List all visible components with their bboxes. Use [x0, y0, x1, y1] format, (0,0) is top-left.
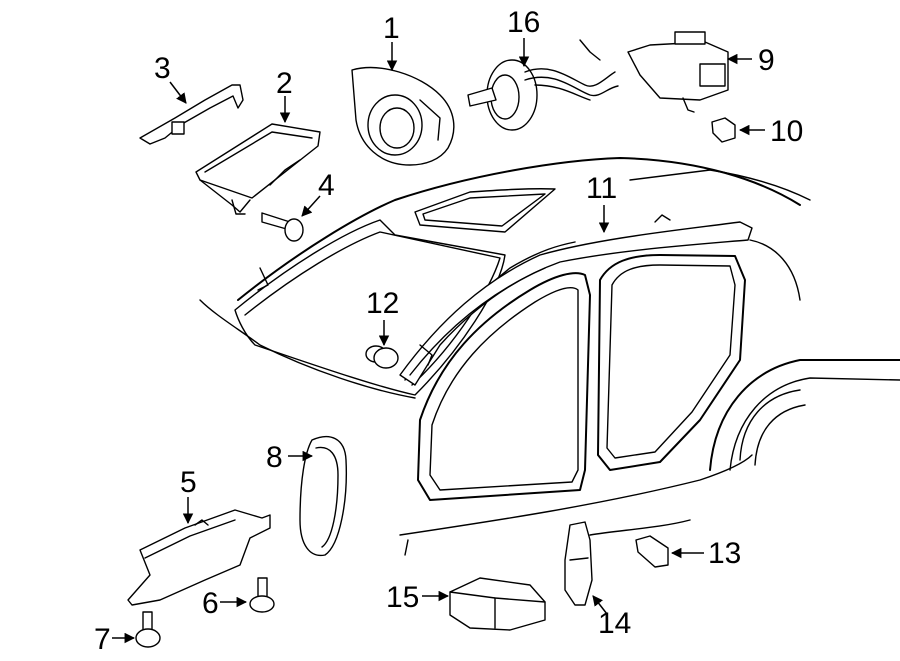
- passenger-airbag-part: [195, 123, 321, 215]
- callout-1: 1: [383, 12, 400, 45]
- bolt-part-4: [261, 212, 304, 242]
- bracket-part-5: [127, 509, 271, 606]
- bolt-part-6: [249, 577, 275, 613]
- clock-spring-part: [467, 39, 619, 131]
- bracket-part-3: [139, 84, 244, 145]
- module-part: [627, 31, 729, 113]
- callout-8: 8: [266, 441, 283, 474]
- side-airbag-part: [299, 435, 347, 557]
- callout-14: 14: [598, 607, 631, 640]
- bolt-part-7: [135, 611, 161, 648]
- clip-part-10: [711, 117, 736, 143]
- callout-11: 11: [586, 172, 617, 205]
- callout-10: 10: [770, 115, 803, 148]
- callout-15: 15: [386, 581, 419, 614]
- sensor-part-13: [635, 535, 669, 568]
- callout-16: 16: [507, 6, 540, 39]
- callout-2: 2: [276, 67, 293, 100]
- callout-5: 5: [180, 466, 197, 499]
- callout-13: 13: [708, 537, 741, 570]
- sensor-part-12: [365, 345, 399, 369]
- driver-airbag-part: [351, 66, 455, 166]
- callout-9: 9: [758, 44, 775, 77]
- callout-labels: 1 16 2 3 4 9 10 11 12 8 5 6 7 15 14 13: [94, 6, 803, 656]
- callout-4: 4: [318, 169, 335, 202]
- leader-arrows: [112, 38, 765, 644]
- control-module-part: [449, 577, 546, 631]
- callout-7: 7: [94, 623, 111, 656]
- curtain-airbag: [399, 214, 753, 386]
- impact-sensor-part: [564, 521, 593, 606]
- car-body-outline: [199, 157, 900, 556]
- callout-3: 3: [154, 52, 171, 85]
- callout-12: 12: [366, 287, 399, 320]
- callout-6: 6: [202, 587, 219, 620]
